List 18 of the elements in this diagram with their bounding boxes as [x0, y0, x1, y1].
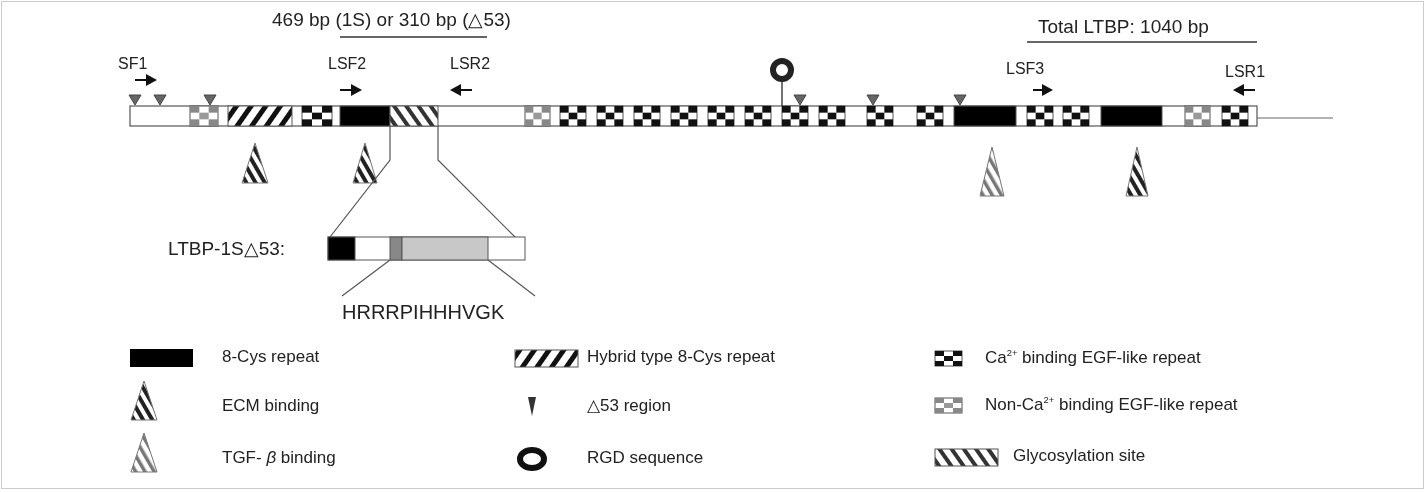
primer-label: LSR2 [450, 55, 491, 73]
legend-label: ECM binding [222, 397, 320, 416]
construct-label: LTBP-1S△53: [168, 239, 286, 260]
legend-label: Non-Ca$^{2+}$ binding EGF-like repeat [985, 395, 1238, 415]
legend-label: TGF- β binding [222, 449, 336, 468]
sequence-label: HRRRPIHHHVGK [342, 301, 505, 323]
primer-label: LSF3 [1006, 60, 1045, 78]
primer-label: SF1 [118, 55, 148, 73]
primer-label: LSF2 [328, 55, 367, 73]
legend-label: Ca$^{2+}$ binding EGF-like repeat [985, 348, 1201, 368]
legend-label: △53 region [587, 397, 671, 416]
size-label: 469 bp (1S) or 310 bp (△53) [272, 10, 511, 31]
legend-label: 8-Cys repeat [222, 348, 320, 367]
legend-label: Hybrid type 8-Cys repeat [587, 348, 776, 367]
primer-label: LSR1 [1225, 63, 1266, 81]
legend-label: Glycosylation site [1013, 447, 1146, 466]
legend-label: RGD sequence [587, 449, 704, 468]
size-label: Total LTBP: 1040 bp [1038, 17, 1209, 38]
